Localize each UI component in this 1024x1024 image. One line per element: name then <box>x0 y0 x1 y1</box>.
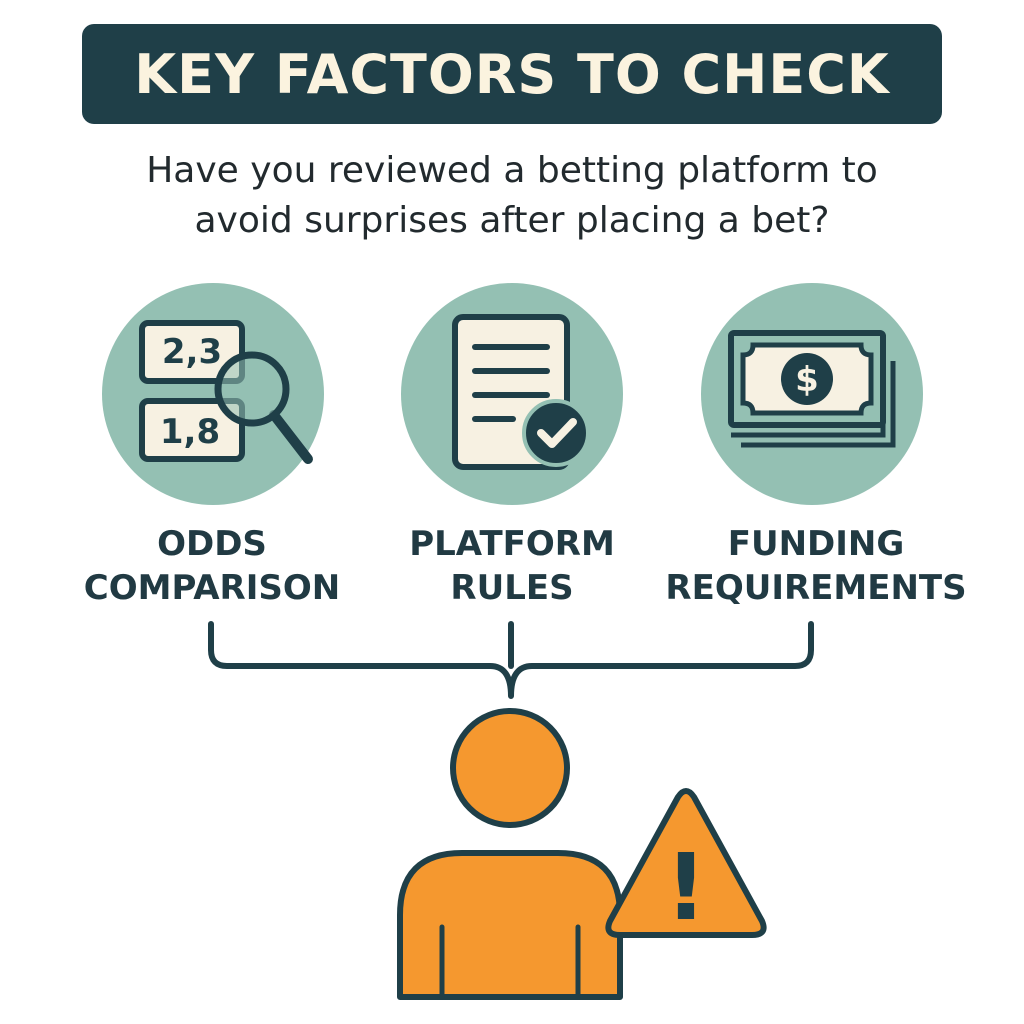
question-line-1: Have you reviewed a betting platform to <box>146 150 878 191</box>
funding-requirements-icon: $ <box>701 283 923 505</box>
question-line-2: avoid surprises after placing a bet? <box>194 200 830 241</box>
label-rules-line-2: RULES <box>450 568 574 608</box>
banknote-dollar-icon: $ <box>701 283 923 505</box>
person-warning-illustration: ! <box>380 705 780 1005</box>
odds-card-top <box>139 320 245 384</box>
question-text: Have you reviewed a betting platform to … <box>60 146 964 246</box>
person-icon: ! <box>397 708 767 1000</box>
label-funding-line-2: REQUIREMENTS <box>665 568 967 608</box>
checkmark-badge-icon <box>522 399 590 467</box>
warning-symbol: ! <box>665 834 707 941</box>
label-odds-comparison: ODDS COMPARISON <box>42 522 382 610</box>
title-banner: KEY FACTORS TO CHECK <box>82 24 942 124</box>
magnifier-icon <box>214 351 313 464</box>
document-check-icon <box>401 283 623 505</box>
person-body <box>397 850 623 1000</box>
label-rules-line-1: PLATFORM <box>409 524 615 564</box>
label-funding-line-1: FUNDING <box>727 524 905 564</box>
dollar-coin-icon <box>781 353 833 405</box>
odds-value-bottom: 1,8 <box>160 412 220 452</box>
odds-magnifier-icon: 2,3 1,8 <box>102 283 324 505</box>
label-odds-line-1: ODDS <box>157 524 267 564</box>
odds-card-bottom <box>139 398 245 462</box>
odds-value-top: 2,3 <box>162 332 222 372</box>
person-head <box>450 708 570 828</box>
dollar-symbol: $ <box>795 360 819 400</box>
label-funding-requirements: FUNDING REQUIREMENTS <box>646 522 986 610</box>
label-platform-rules: PLATFORM RULES <box>342 522 682 610</box>
label-odds-line-2: COMPARISON <box>83 568 341 608</box>
platform-rules-icon <box>401 283 623 505</box>
warning-triangle-icon: ! <box>605 788 767 941</box>
odds-comparison-icon: 2,3 1,8 <box>102 283 324 505</box>
page-title: KEY FACTORS TO CHECK <box>134 42 890 106</box>
